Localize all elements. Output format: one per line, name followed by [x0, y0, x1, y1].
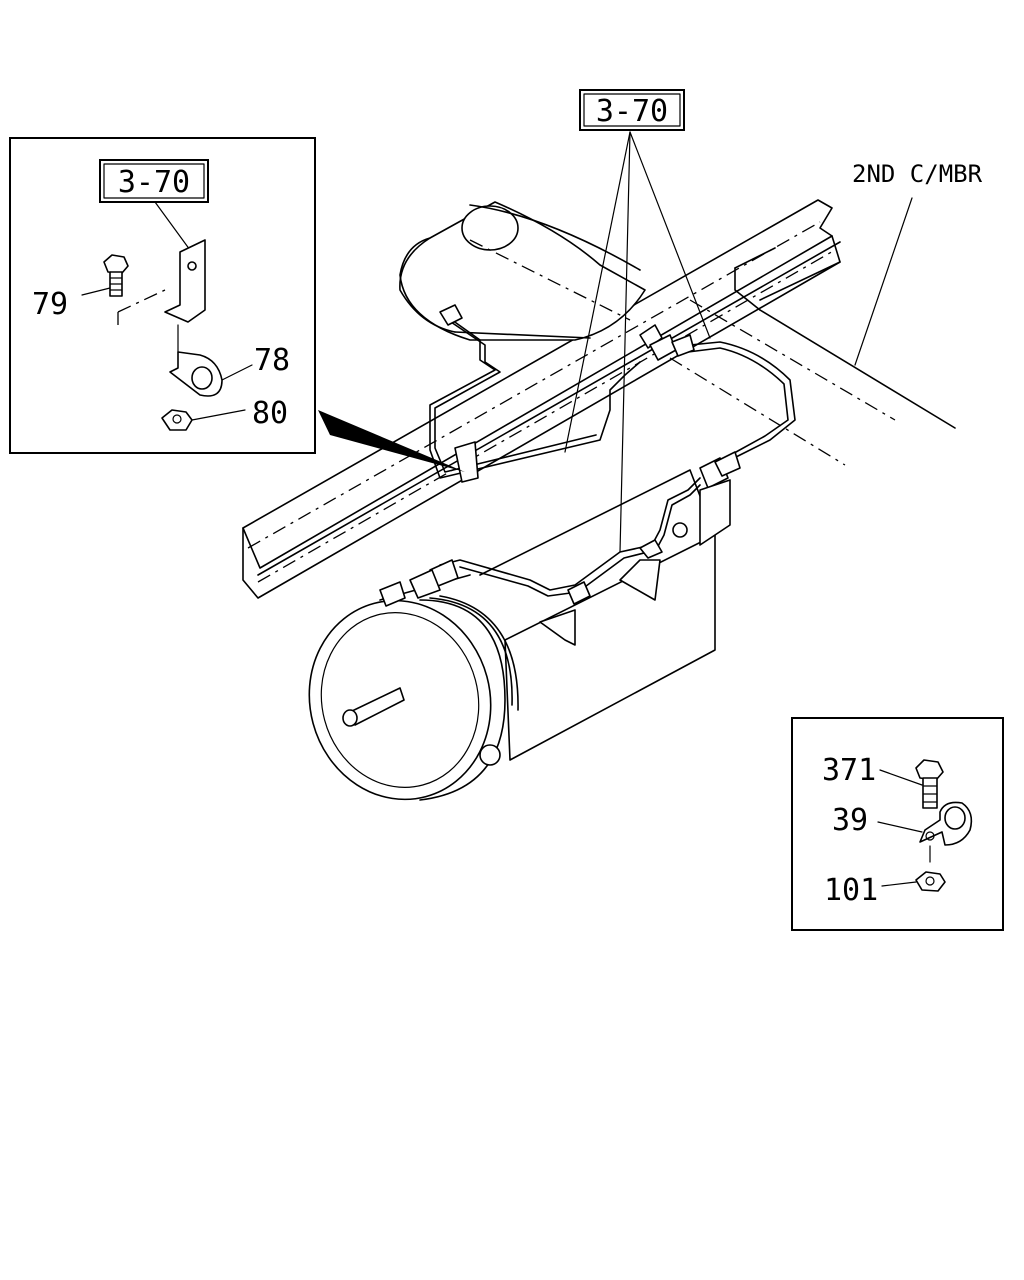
cross-member-label: 2ND C/MBR [852, 160, 983, 188]
part-label-371: 371 [822, 753, 876, 788]
fittings [379, 304, 741, 646]
cross-member [669, 247, 956, 466]
ref-box-main[interactable]: 3-70 [579, 89, 685, 131]
ref-box-inset[interactable]: 3-70 [99, 159, 209, 203]
bolt-icon [915, 759, 944, 809]
detail-inset-right: 371 39 101 [791, 717, 1004, 931]
detail-pointer [318, 410, 465, 472]
part-label-78: 78 [254, 343, 290, 378]
part-label-39: 39 [832, 803, 868, 838]
nut-icon [915, 871, 946, 892]
detail-inset-left: 3-70 79 78 80 [9, 137, 316, 454]
clip-icon [919, 801, 973, 863]
brake-chamber [308, 469, 716, 801]
air-tank [399, 201, 646, 341]
part-label-79: 79 [32, 287, 68, 322]
ref-leader-lines [564, 131, 711, 553]
frame-rail [242, 199, 841, 599]
cross-member-callout: 2ND C/MBR [852, 160, 983, 366]
brake-pipes [429, 314, 796, 597]
part-label-101: 101 [824, 873, 878, 908]
bolt-icon [103, 254, 129, 297]
ref-label-main: 3-70 [596, 94, 668, 129]
part-label-80: 80 [252, 396, 288, 431]
bracket-icon [164, 239, 206, 323]
ref-label-inset: 3-70 [118, 165, 190, 200]
